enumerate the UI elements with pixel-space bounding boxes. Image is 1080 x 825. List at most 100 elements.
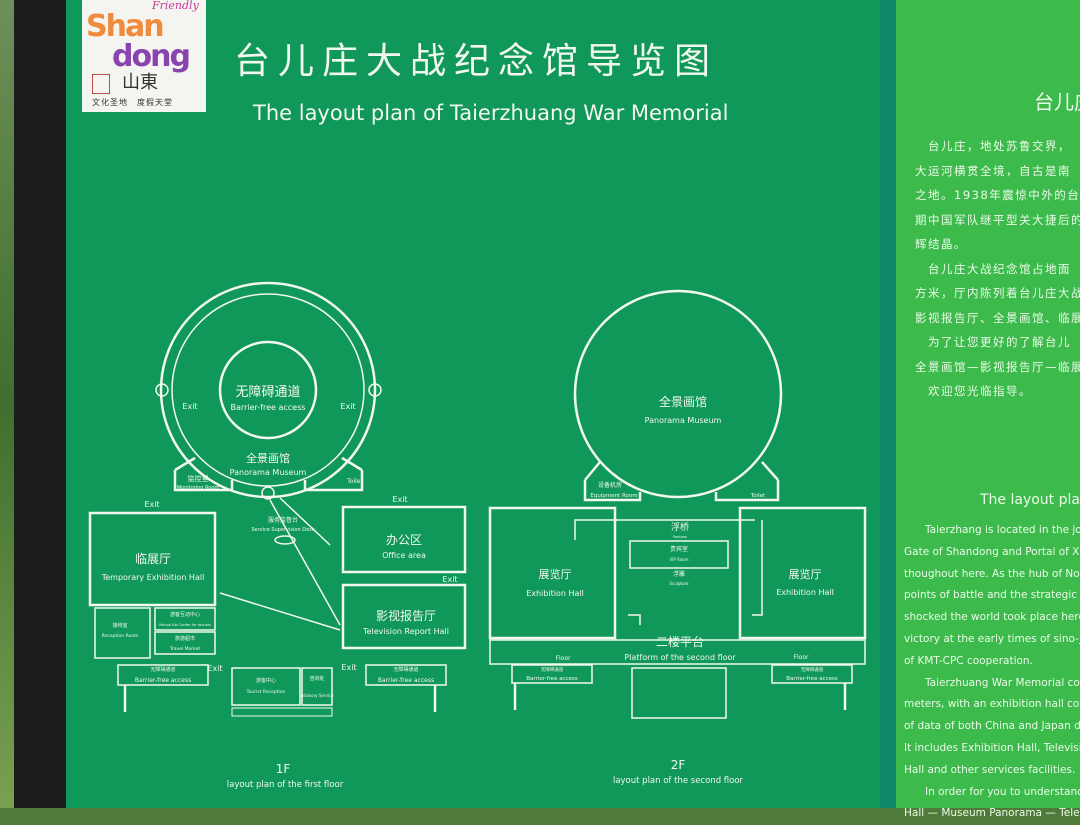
- mutual-aid-en: Mutual Aid Center for tourists: [159, 623, 211, 627]
- exit-label: Exit: [182, 402, 197, 411]
- tourist-reception-box: [231, 667, 301, 706]
- platform-en: Platform of the second floor: [624, 653, 736, 662]
- text-line: Gate of Shandong and Portal of Xuz: [904, 545, 1080, 558]
- title-english: The layout plan of Taierzhuang War Memor…: [253, 101, 729, 125]
- mutual-aid-cn: 游客互动中心: [170, 611, 200, 618]
- text-line: 台儿庄大战纪念馆占地面: [915, 261, 1071, 276]
- ramp-cn: 无障碍通道: [393, 666, 418, 673]
- panorama-2f-cn: 全景画馆: [659, 394, 707, 409]
- ramp-en: Barrier-free access: [526, 676, 578, 682]
- exhibition-hall-left-cn: 展览厅: [539, 567, 572, 581]
- vip-cn: 贵宾室: [670, 545, 688, 553]
- text-line: victory at the early times of sino-Japan…: [904, 632, 1080, 645]
- travel-market-box: [154, 631, 216, 655]
- text-line: 期中国军队继平型关大捷后的: [915, 212, 1080, 227]
- toilet-roof-2f: [761, 461, 779, 481]
- ramp-right-1f: [365, 664, 447, 686]
- ramp-cn: 无障碍通道: [541, 666, 564, 673]
- reception-cn: 接待室: [112, 622, 127, 629]
- floor-2-plan: [488, 289, 867, 719]
- route-arrow: [574, 519, 755, 540]
- toilet-2f-en: Toilet: [750, 493, 766, 499]
- seal-icon: [92, 74, 110, 94]
- panel-divider: [880, 0, 898, 808]
- ramp-en: Barrier-free access: [786, 676, 838, 682]
- tv-hall-box: [341, 583, 467, 650]
- tourist-en: Tourist Reception: [246, 689, 286, 695]
- text-line: Hall — Museum Panorama — Television: [904, 807, 1080, 820]
- exhibition-hall-right-cn: 展览厅: [789, 567, 822, 581]
- equipment-en: Equipment Room: [590, 493, 637, 499]
- text-line: In order for you to understand Taierz: [924, 785, 1080, 798]
- platform-cn: 二楼平台: [656, 634, 704, 649]
- panorama-2f-en: Panorama Museum: [645, 416, 722, 425]
- tv-hall-cn: 影视报告厅: [376, 608, 436, 623]
- toilet-room: [303, 470, 364, 492]
- text-line: 影视报告厅、全景画馆、临展厅: [915, 310, 1080, 325]
- advisory-en: Advisory Service: [300, 693, 334, 698]
- text-line: It includes Exhibition Hall, Television …: [904, 741, 1080, 754]
- ramp-cn: 无障碍通道: [150, 666, 175, 673]
- logo-slogan: 文化圣地 度假天堂: [92, 98, 173, 107]
- barrier-free-en: Barrier-free access: [231, 403, 306, 412]
- panel-text-cn: 台儿庄，地处苏鲁交界，大运河横贯全境，自古是南之地。1938年震惊中外的台儿期中…: [915, 134, 1080, 404]
- mutual-aid-box: [154, 607, 216, 631]
- floor-2-caption: layout plan of the second floor: [613, 776, 744, 786]
- ramp-left-2f: [511, 664, 593, 684]
- route-arrow: [219, 592, 341, 631]
- equipment-cn: 设备机房: [598, 481, 622, 489]
- text-line: Hall and other services facilities.: [904, 763, 1076, 776]
- exhibition-hall-right-en: Exhibition Hall: [776, 588, 834, 597]
- barrier-free-core: [218, 340, 318, 440]
- panel-title-cn: 台儿庄: [1034, 90, 1080, 114]
- floor-2-number: 2F: [671, 758, 686, 772]
- pontoon-cn: 浮桥: [671, 521, 689, 533]
- sculpture-en: Sculpture: [669, 581, 689, 586]
- door-icon: [261, 486, 275, 500]
- reception-en: Reception Room: [102, 633, 139, 639]
- market-en: Travel Market: [169, 646, 201, 652]
- ramp-en: Barrier-free access: [135, 677, 191, 684]
- panel-text-en: Taierzhang is located in the joint ofGat…: [904, 520, 1080, 825]
- exit-label: Exit: [340, 402, 355, 411]
- exit-label: Exit: [144, 500, 159, 509]
- route-arrow: [628, 614, 641, 625]
- text-line: of KMT-CPC cooperation.: [904, 654, 1033, 667]
- toilet-en: Toilet: [346, 478, 363, 485]
- stairs-2f: [631, 667, 727, 719]
- equipment-roof: [584, 461, 601, 481]
- logo-friendly: Friendly: [152, 0, 199, 12]
- exhibition-hall-left-en: Exhibition Hall: [526, 589, 584, 598]
- text-line: 全景画馆—影视报告厅—临展: [915, 359, 1080, 374]
- sculpture-cn: 浮雕: [673, 570, 685, 578]
- reception-room-box: [94, 607, 151, 659]
- tourist-cn: 游客中心: [256, 677, 276, 684]
- sign-frame-pole: [14, 0, 72, 808]
- text-line: points of battle and the strategic posit…: [904, 589, 1080, 602]
- text-line: Taierzhuang War Memorial covers a: [924, 676, 1080, 689]
- service-cn: 服务监督台: [268, 516, 298, 524]
- text-line: 之地。1938年震惊中外的台儿: [915, 188, 1080, 202]
- exit-label: Exit: [392, 495, 407, 504]
- equipment-room: [583, 480, 642, 502]
- logo-dong: dong: [112, 39, 191, 74]
- monitoring-cn: 监控室: [188, 474, 209, 483]
- ramp-cn: 无障碍通道: [801, 666, 824, 673]
- floor-label: Floor: [556, 655, 571, 662]
- route-arrow: [752, 520, 763, 616]
- ramp-left-1f: [117, 664, 209, 686]
- logo-shan: Shan: [86, 9, 165, 44]
- logo-chinese: 山東: [122, 72, 158, 93]
- text-line: 辉结晶。: [915, 237, 967, 251]
- title-chinese: 台儿庄大战纪念馆导览图: [234, 41, 719, 82]
- monitoring-roof: [174, 456, 196, 472]
- exit-label: Exit: [341, 663, 356, 672]
- floor-strip: [489, 639, 866, 665]
- text-line: 方米，厅内陈列着台儿庄大战: [915, 286, 1080, 300]
- text-line: shocked the world took place here. Th: [904, 611, 1080, 624]
- service-en: Service Supervision Desk: [251, 527, 314, 533]
- floor-1-number: 1F: [276, 762, 291, 776]
- panel-title-en: The layout plan of: [980, 492, 1080, 508]
- text-line: 欢迎您光临指导。: [915, 384, 1032, 398]
- floor-plans: 无障碍通道 Barrier-free access 全景画馆 Panorama …: [88, 281, 867, 790]
